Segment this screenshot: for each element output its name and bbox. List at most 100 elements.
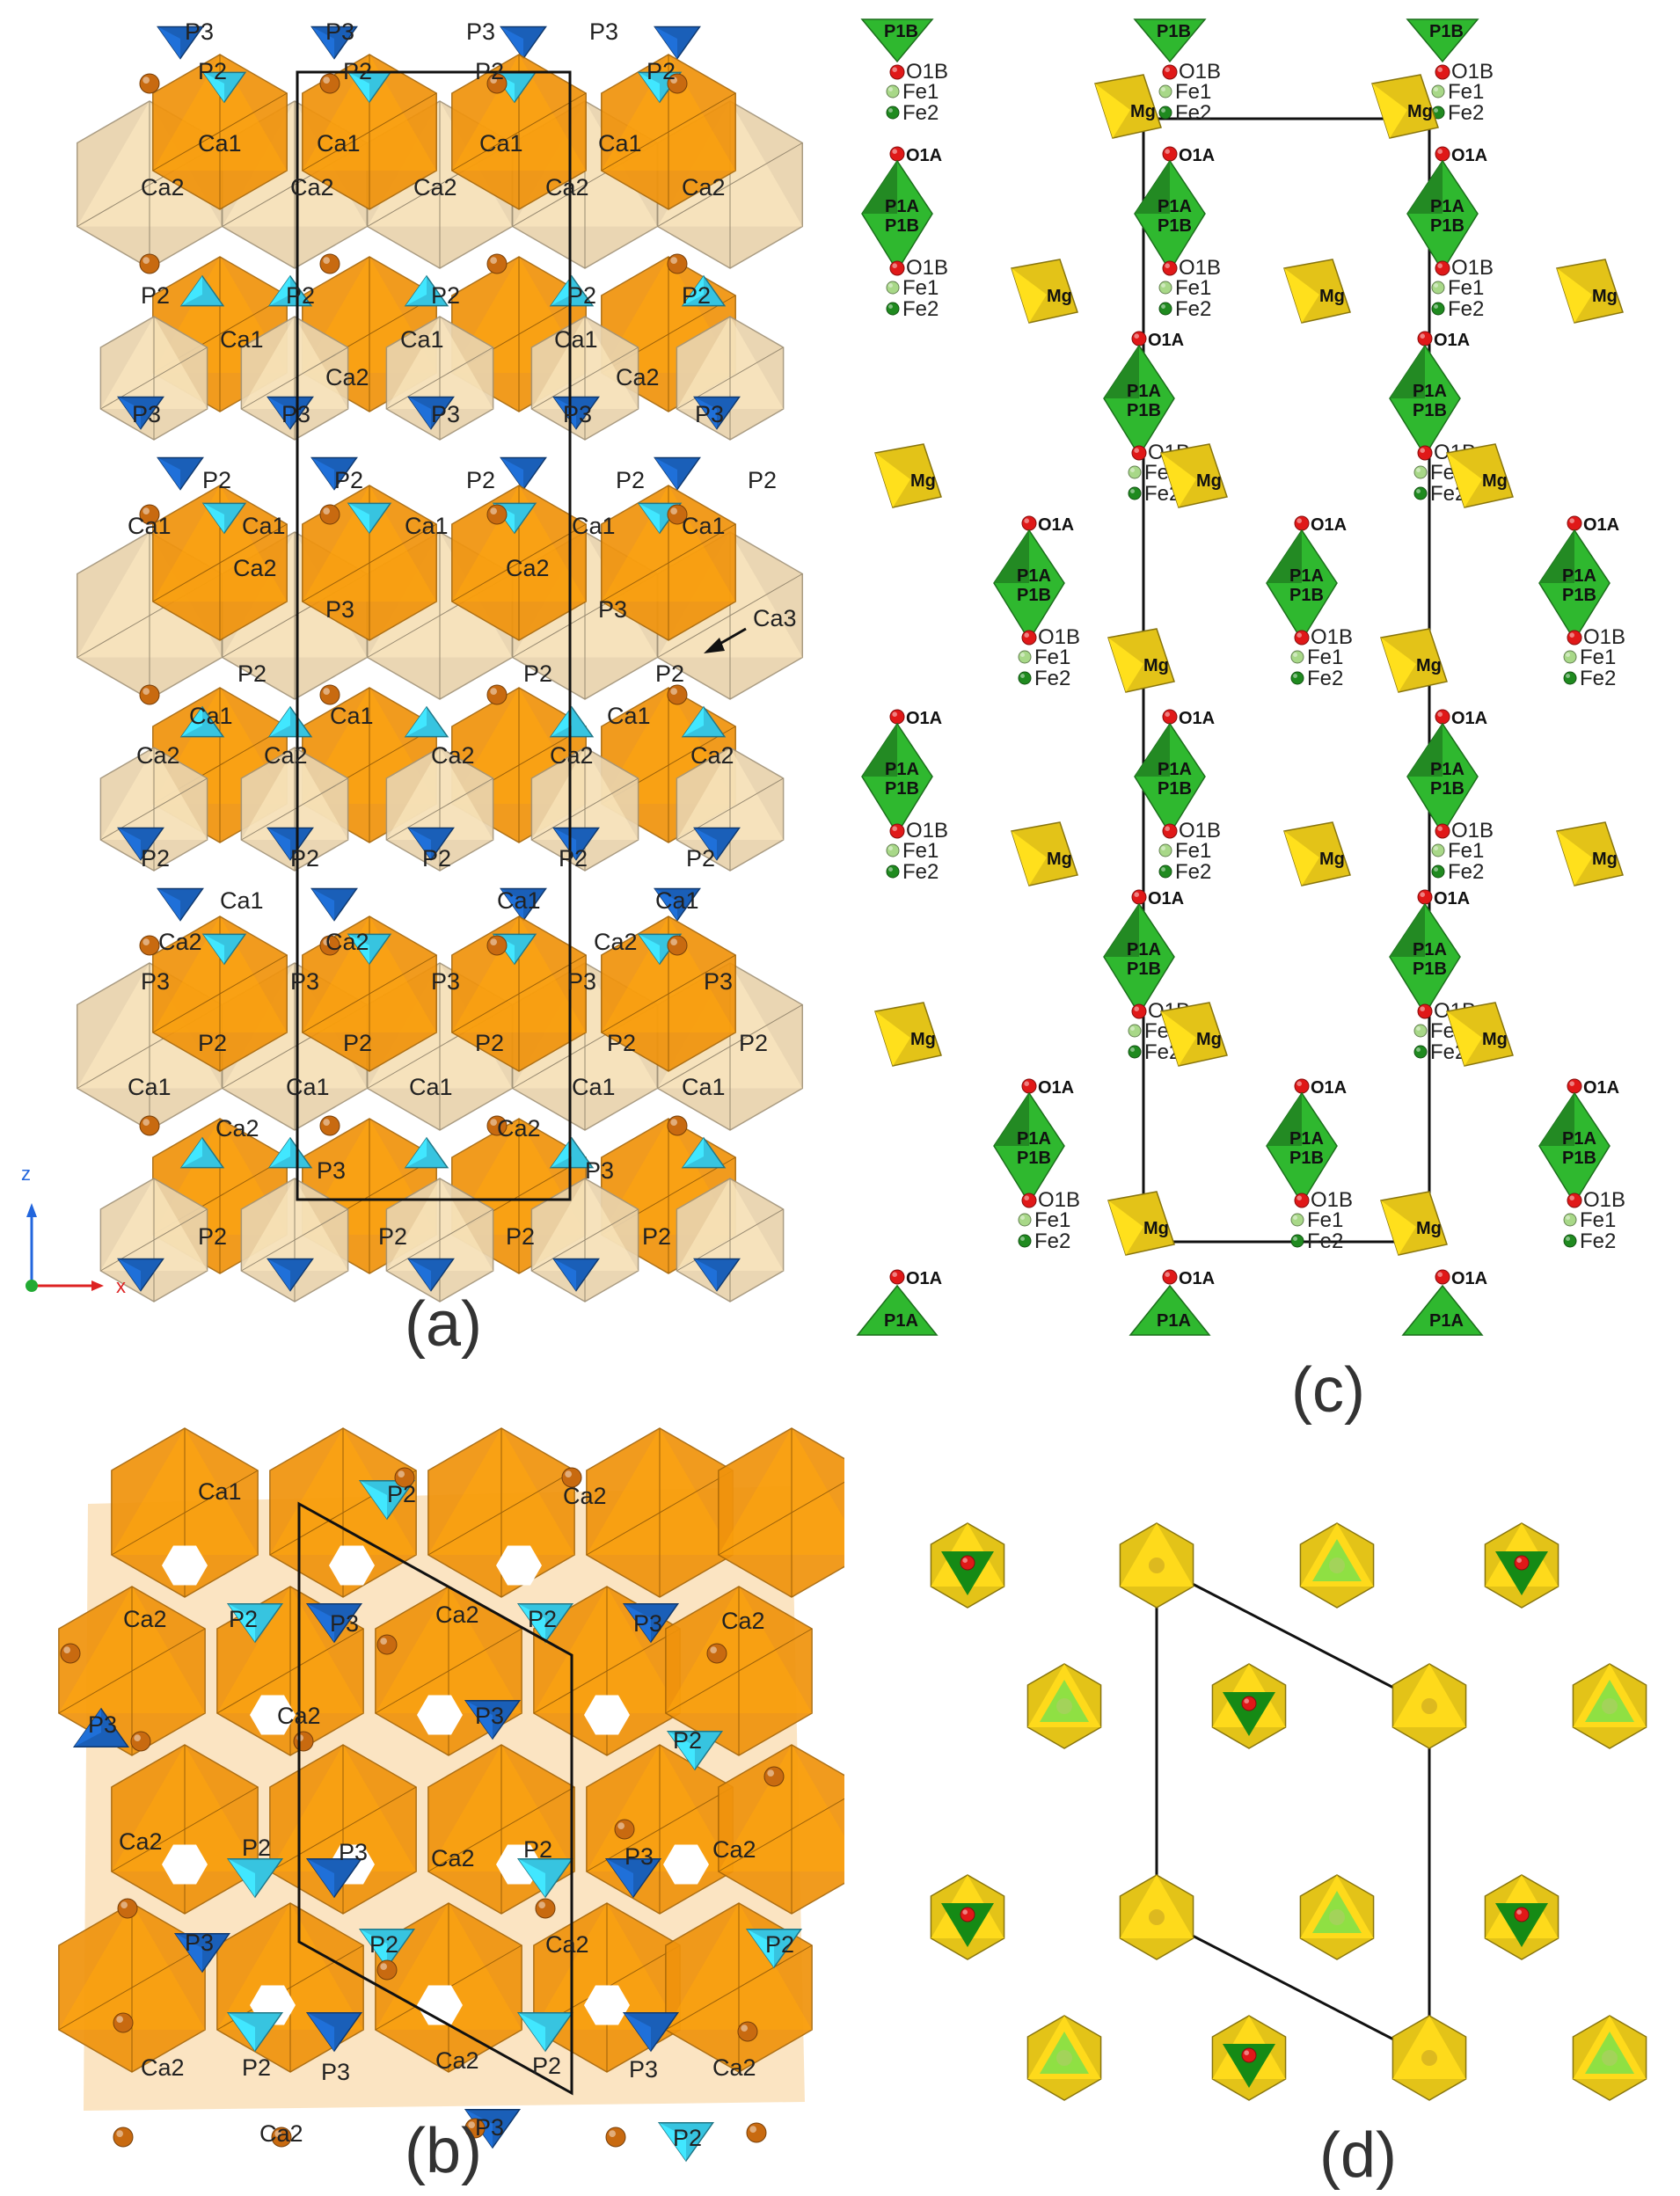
mg-octahedron: Mg <box>874 1002 942 1067</box>
fe2-atom <box>1018 1234 1032 1248</box>
fe1-atom <box>1431 843 1445 857</box>
ca-atom <box>113 2127 134 2148</box>
mg-label: Mg <box>910 1030 936 1049</box>
channel-hole <box>417 1695 463 1735</box>
p1b-label: P1B <box>1158 216 1192 236</box>
p1b-label: P1B <box>1017 1149 1051 1168</box>
ca1-label: Ca1 <box>607 703 651 729</box>
o1b-atom <box>1435 260 1450 276</box>
ca1-polyhedron <box>451 54 587 210</box>
o1a-atom <box>1162 146 1178 162</box>
ca2-label: Ca2 <box>435 1601 479 1628</box>
p3-label: P3 <box>185 18 214 45</box>
o1b-atom <box>1131 1003 1147 1019</box>
fe1-label: Fe1 <box>1175 80 1211 104</box>
o1b-atom <box>1567 630 1582 646</box>
o1b-label: O1B <box>1179 256 1221 280</box>
p3-label: P3 <box>290 968 319 995</box>
p1b-label: P1B <box>1289 586 1324 605</box>
ca-polyhedron <box>269 1744 417 1915</box>
p2-label: P2 <box>237 660 267 687</box>
p2-label: P2 <box>387 1481 416 1507</box>
ca1-label: Ca1 <box>128 1074 172 1100</box>
ca1-label: Ca1 <box>400 326 444 353</box>
p1-tetrahedron: P1B <box>860 18 934 63</box>
p3-tetrahedron <box>173 1933 231 1973</box>
fe1-label: Fe1 <box>1175 276 1211 300</box>
o1a-atom <box>1435 709 1450 725</box>
mg-label: Mg <box>1196 1030 1222 1049</box>
ca2-label: Ca2 <box>545 174 589 201</box>
channel-hole <box>663 1844 709 1885</box>
p3-tetrahedron <box>267 396 314 430</box>
p3-tetrahedron <box>117 396 164 430</box>
p3-tetrahedron <box>72 1707 130 1747</box>
o1b-label: O1B <box>906 256 948 280</box>
ca3-atom <box>319 504 340 525</box>
fe1-atom <box>1128 1024 1142 1038</box>
p2-label: P2 <box>475 58 504 84</box>
ca2-label: Ca2 <box>712 2054 756 2081</box>
mg-octahedron: Mg <box>1283 821 1351 886</box>
p2-label: P2 <box>141 282 170 309</box>
ca2-label: Ca2 <box>435 2047 479 2074</box>
p3-label: P3 <box>88 1711 117 1738</box>
o1a-atom <box>889 709 905 725</box>
fe2-label: Fe2 <box>1448 297 1484 321</box>
ca2-label: Ca2 <box>431 742 475 769</box>
p3-tetrahedron <box>500 26 547 60</box>
fe2-label: Fe2 <box>1448 860 1484 884</box>
o1a-label: O1A <box>906 709 942 728</box>
panel-d-structure: (d) <box>930 1522 1647 2191</box>
x-arrowhead-icon <box>91 1280 104 1291</box>
p1-tetrahedron: P1A <box>856 1284 939 1336</box>
p3-tetrahedron <box>117 1258 164 1292</box>
fe2-label: Fe2 <box>1175 297 1211 321</box>
p1b-label: P1B <box>1157 22 1191 41</box>
o1a-label: O1A <box>1451 146 1487 165</box>
ca1-polyhedron <box>601 54 736 210</box>
hexagonal-cell-outline <box>1155 1563 1431 2061</box>
p3-tetrahedron <box>693 396 741 430</box>
mg-label: Mg <box>1416 656 1442 675</box>
ca1-label: Ca1 <box>479 130 523 157</box>
polyhedral-column <box>930 1522 1005 1609</box>
o1a-atom <box>1417 331 1433 347</box>
p2-label: P2 <box>242 2054 271 2081</box>
ca2-label: Ca2 <box>264 742 308 769</box>
ca1-label: Ca1 <box>242 513 286 539</box>
fe2-atom <box>1431 302 1445 316</box>
mg-octahedron: Mg <box>1107 628 1175 693</box>
panel-b-caption: (b) <box>405 2116 482 2186</box>
o1b-atom <box>1417 445 1433 461</box>
ca-atom <box>376 1634 398 1655</box>
p2-tetrahedron <box>267 705 313 738</box>
p2-tetrahedron <box>267 274 313 307</box>
p2-tetrahedron <box>681 274 727 307</box>
fe2-atom <box>1431 106 1445 120</box>
p3-tetrahedron <box>693 1258 741 1292</box>
p1a-label: P1A <box>1413 382 1447 401</box>
o1a-label: O1A <box>1583 1078 1619 1098</box>
ca2-label: Ca2 <box>136 742 180 769</box>
fe2-label: Fe2 <box>1307 667 1343 690</box>
o1b-atom <box>1162 260 1178 276</box>
fe1-label: Fe1 <box>902 276 939 300</box>
ca2-label: Ca2 <box>431 1845 475 1871</box>
mg-label: Mg <box>1047 287 1072 306</box>
o-atom <box>1514 1907 1530 1922</box>
polyhedral-column <box>1119 1522 1194 1609</box>
z-axis-label: z <box>21 1163 31 1185</box>
p2-tetrahedron <box>226 2012 284 2053</box>
ca2-label: Ca2 <box>325 364 369 390</box>
channel-hole <box>250 1695 296 1735</box>
p2-tetrahedron <box>549 1136 595 1169</box>
p2-tetrahedron <box>226 1858 284 1899</box>
o1a-label: O1A <box>1583 515 1619 535</box>
ca3-atom <box>139 935 160 956</box>
ca2-label: Ca2 <box>290 174 334 201</box>
o1a-atom <box>1131 331 1147 347</box>
